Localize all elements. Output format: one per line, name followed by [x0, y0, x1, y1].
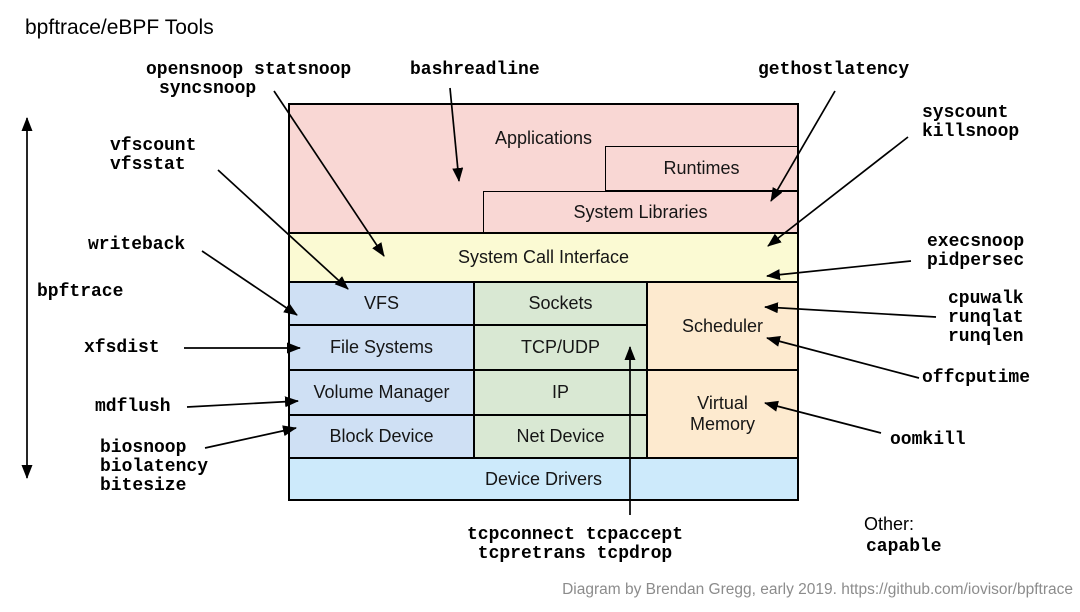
tool-label-execsnoop-pidpersec: execsnoop pidpersec [927, 232, 1025, 271]
layer-system-call-interface: System Call Interface [289, 233, 798, 282]
attribution-text: Diagram by Brendan Gregg, early 2019. ht… [562, 581, 1073, 598]
tool-label-bashreadline: bashreadline [410, 60, 540, 80]
tool-label-gethostlatency: gethostlatency [758, 60, 910, 80]
layer-system-libraries: System Libraries [483, 191, 798, 233]
tool-label-writeback: writeback [88, 235, 186, 255]
tool-label-oomkill: oomkill [890, 430, 966, 450]
tool-label-cpu-group: cpuwalk runqlat runqlen [948, 289, 1024, 347]
layer-device-drivers: Device Drivers [289, 458, 798, 500]
layer-net-device: Net Device [474, 415, 647, 458]
tool-label-opensnoop-statsnoop: opensnoop statsnoop [146, 60, 352, 80]
arrow-bio-to-block-device [204, 425, 297, 449]
layer-file-systems: File Systems [289, 325, 474, 370]
layer-tcp-udp: TCP/UDP [474, 325, 647, 370]
layer-runtimes: Runtimes [605, 146, 798, 191]
layer-applications-label: Applications [494, 127, 593, 148]
software-stack: Applications Runtimes System Libraries S… [288, 103, 799, 501]
tool-label-vfscount-vfsstat: vfscount vfsstat [110, 136, 197, 175]
other-heading: Other: [864, 514, 915, 534]
tool-label-syscount-killsnoop: syscount killsnoop [922, 103, 1020, 142]
layer-sockets: Sockets [474, 282, 647, 325]
tool-label-syncsnoop: syncsnoop [159, 79, 257, 99]
tool-label-mdflush: mdflush [95, 397, 171, 417]
page-title: bpftrace/eBPF Tools [25, 16, 214, 39]
layer-ip: IP [474, 370, 647, 415]
arrow-writeback-to-file-systems [201, 250, 298, 316]
tool-label-tcp-group: tcpconnect tcpaccept tcpretrans tcpdrop [466, 525, 684, 564]
layer-block-device: Block Device [289, 415, 474, 458]
tool-label-bio-group: biosnoop biolatency bitesize [100, 438, 209, 496]
tool-label-capable: capable [866, 537, 942, 557]
layer-scheduler: Scheduler [647, 282, 798, 370]
tool-label-bpftrace: bpftrace [37, 282, 124, 302]
layer-volume-manager: Volume Manager [289, 370, 474, 415]
layer-vfs: VFS [289, 282, 474, 325]
tool-label-offcputime: offcputime [922, 368, 1031, 388]
arrow-mdflush-to-volume-manager [186, 396, 299, 408]
layer-virtual-memory: Virtual Memory [647, 370, 798, 458]
tool-label-xfsdist: xfsdist [84, 338, 160, 358]
